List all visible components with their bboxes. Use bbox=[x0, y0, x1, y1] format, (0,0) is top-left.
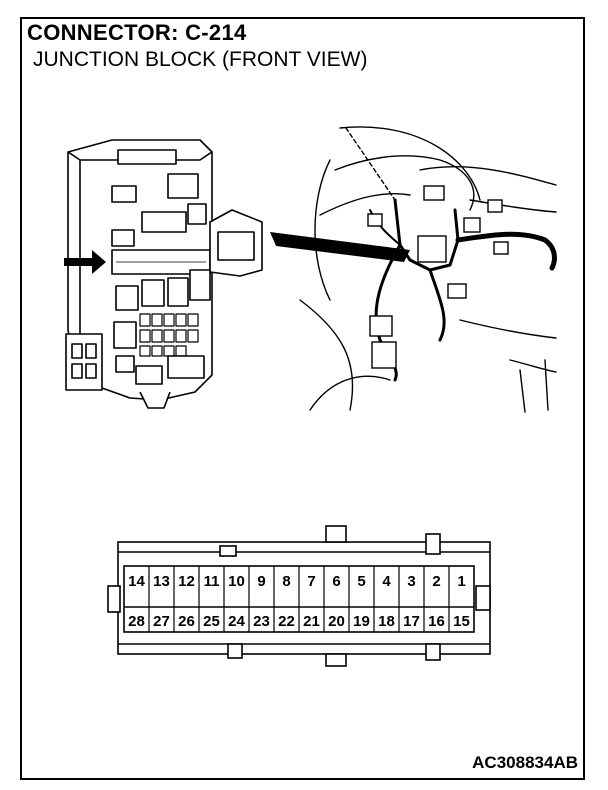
pin-label-17: 17 bbox=[403, 613, 420, 630]
pin-label-22: 22 bbox=[278, 613, 295, 630]
pin-label-27: 27 bbox=[153, 613, 170, 630]
pin-label-6: 6 bbox=[332, 573, 340, 590]
connector-subtitle: JUNCTION BLOCK (FRONT VIEW) bbox=[33, 48, 368, 71]
pin-label-16: 16 bbox=[428, 613, 445, 630]
pin-label-3: 3 bbox=[407, 573, 415, 590]
pin-label-10: 10 bbox=[228, 573, 245, 590]
figure-code: AC308834AB bbox=[472, 753, 578, 772]
pin-label-11: 11 bbox=[204, 573, 220, 590]
pin-label-23: 23 bbox=[253, 613, 270, 630]
pin-label-7: 7 bbox=[307, 573, 315, 590]
pin-label-5: 5 bbox=[357, 573, 365, 590]
pin-label-24: 24 bbox=[228, 613, 245, 630]
pin-label-20: 20 bbox=[328, 613, 345, 630]
pin-label-2: 2 bbox=[432, 573, 440, 590]
pin-label-28: 28 bbox=[128, 613, 145, 630]
pin-label-26: 26 bbox=[178, 613, 195, 630]
pin-label-8: 8 bbox=[282, 573, 290, 590]
pin-label-13: 13 bbox=[153, 573, 170, 590]
pin-label-21: 21 bbox=[303, 613, 320, 630]
pin-label-19: 19 bbox=[353, 613, 370, 630]
pin-label-4: 4 bbox=[382, 573, 391, 590]
diagram-frame bbox=[20, 17, 585, 780]
pin-label-18: 18 bbox=[378, 613, 395, 630]
pin-label-15: 15 bbox=[453, 613, 470, 630]
pin-label-12: 12 bbox=[178, 573, 195, 590]
pin-label-14: 14 bbox=[128, 573, 145, 590]
connector-title: CONNECTOR: C-214 bbox=[27, 20, 247, 45]
pin-label-1: 1 bbox=[457, 573, 465, 590]
pin-label-25: 25 bbox=[203, 613, 220, 630]
pin-label-9: 9 bbox=[257, 573, 265, 590]
